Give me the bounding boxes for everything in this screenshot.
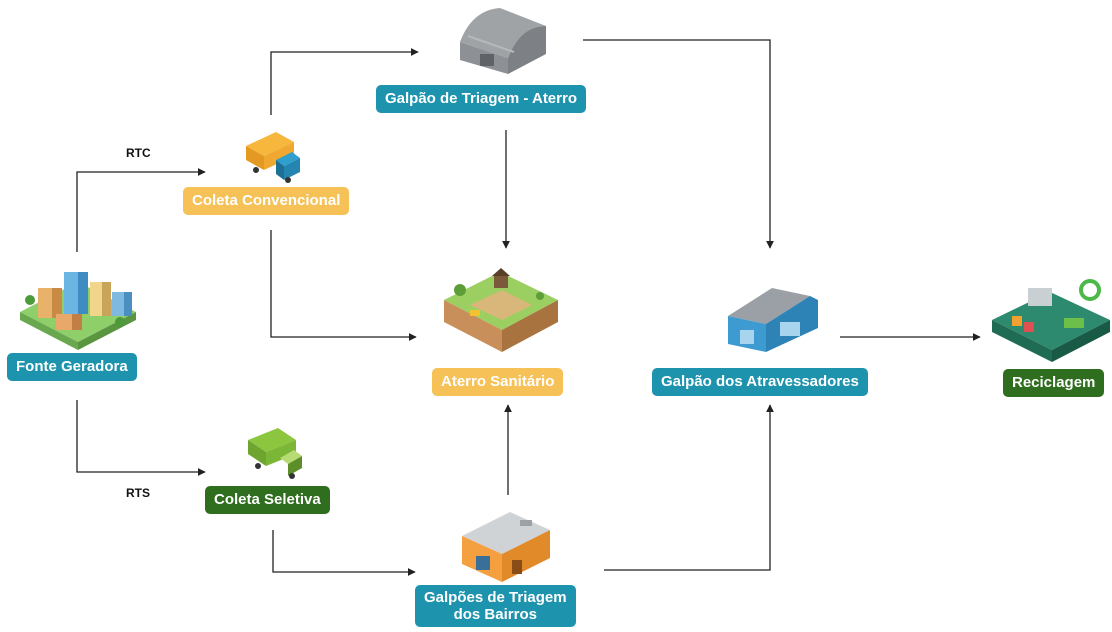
- node-fonte-geradora: Fonte Geradora: [7, 353, 137, 381]
- edge-coleta-convencional-to-aterro: [270, 230, 417, 341]
- warehouse-icon: [460, 8, 546, 74]
- blue-warehouse-icon: [728, 288, 818, 352]
- city-buildings-icon: [20, 272, 136, 350]
- edge-coleta-convencional-to-galpao-aterro: [270, 48, 419, 115]
- node-coleta-seletiva: Coleta Seletiva: [205, 486, 330, 514]
- edge-fonte-to-coleta-convencional: [76, 168, 206, 252]
- landfill-icon: [444, 268, 558, 352]
- node-coleta-convencional: Coleta Convencional: [183, 187, 350, 215]
- sorting-shed-icon: [462, 512, 550, 582]
- node-aterro-sanitario: Aterro Sanitário: [432, 368, 564, 396]
- node-galpoes-triagem-bairros: Galpões de Triagem dos Bairros: [415, 585, 576, 627]
- edge-fonte-to-coleta-seletiva: [76, 400, 206, 476]
- edge-galpao-aterro-to-atravessadores: [583, 39, 774, 249]
- edge-coleta-seletiva-to-galpoes-bairros: [272, 530, 416, 576]
- node-galpoes-line2: dos Bairros: [453, 606, 537, 623]
- node-galpao-atravessadores: Galpão dos Atravessadores: [652, 368, 868, 396]
- recycling-plant-icon: [992, 279, 1110, 362]
- node-galpoes-line1: Galpões de Triagem: [424, 589, 567, 606]
- edge-galpoes-bairros-to-atravessadores: [604, 404, 774, 571]
- node-galpao-triagem-aterro: Galpão de Triagem - Aterro: [376, 85, 586, 113]
- rtc-label: RTC: [126, 146, 151, 160]
- recycling-truck-icon: [248, 428, 302, 479]
- rts-label: RTS: [126, 486, 150, 500]
- garbage-truck-icon: [246, 132, 300, 183]
- node-reciclagem: Reciclagem: [1003, 369, 1105, 397]
